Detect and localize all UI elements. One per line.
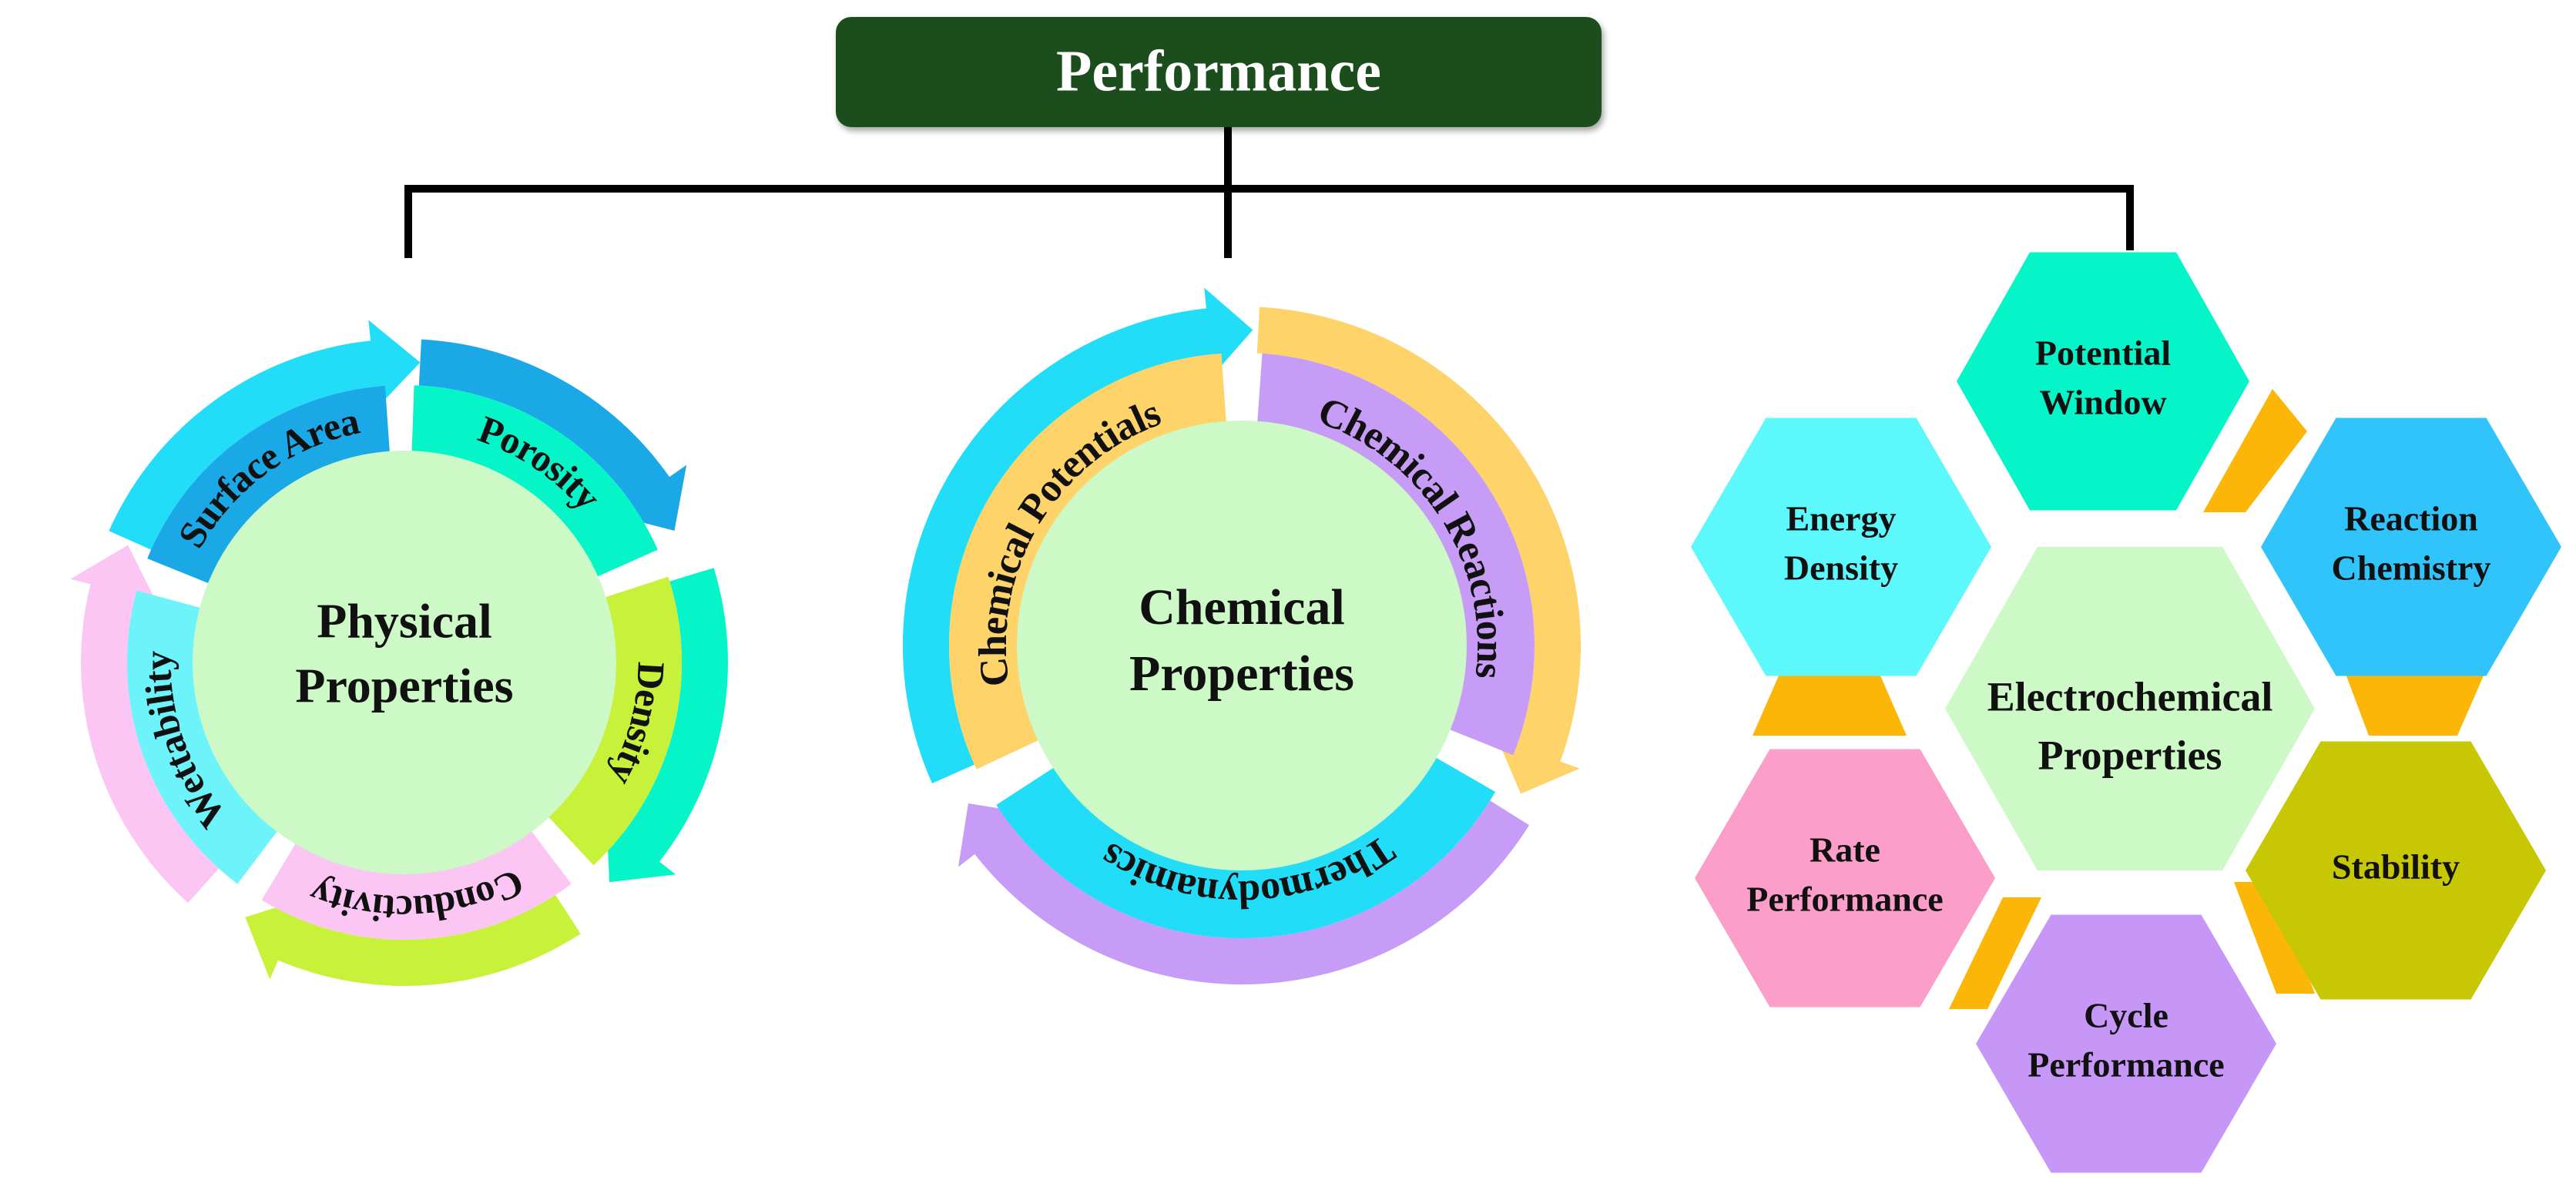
hexagon-shape: [2246, 741, 2546, 1000]
segment-wedge: [147, 385, 394, 605]
hexagon-shape: [1691, 417, 1991, 676]
segment-arrow: [109, 320, 421, 550]
performance-title-box: Performance: [836, 17, 1602, 127]
hex-link-3: [2346, 674, 2484, 736]
hexagon-shape: [1976, 914, 2276, 1173]
hexagon-shape: [2261, 417, 2561, 676]
chemical-center-circle: [1017, 421, 1467, 870]
segment-arrow: [1256, 307, 1581, 794]
hexagon-shape: [1695, 749, 1995, 1008]
stability-label: Stability: [2332, 847, 2460, 887]
hex-stability: Stability: [2246, 741, 2546, 1000]
segment-arrow: [902, 287, 1253, 784]
segment-arrow: [606, 568, 728, 883]
hex-link-4: [1949, 897, 2041, 1009]
segment-arrow: [70, 545, 220, 904]
segment-arrow: [958, 800, 1530, 984]
title-box-bg: [836, 17, 1602, 127]
hex-link-5: [2234, 882, 2315, 994]
hex-link-1: [2203, 389, 2307, 512]
performance-title: Performance: [1056, 39, 1381, 103]
hexagon-shape: [1957, 252, 2249, 511]
connector-lines: [404, 127, 2134, 258]
segment-arrow: [418, 339, 687, 531]
hex-link-2: [1753, 674, 1907, 736]
segment-arrow: [245, 894, 581, 986]
segment-wedge: [410, 385, 658, 600]
physical-center-circle: [193, 451, 616, 874]
hexagon-shape: [1945, 547, 2315, 870]
